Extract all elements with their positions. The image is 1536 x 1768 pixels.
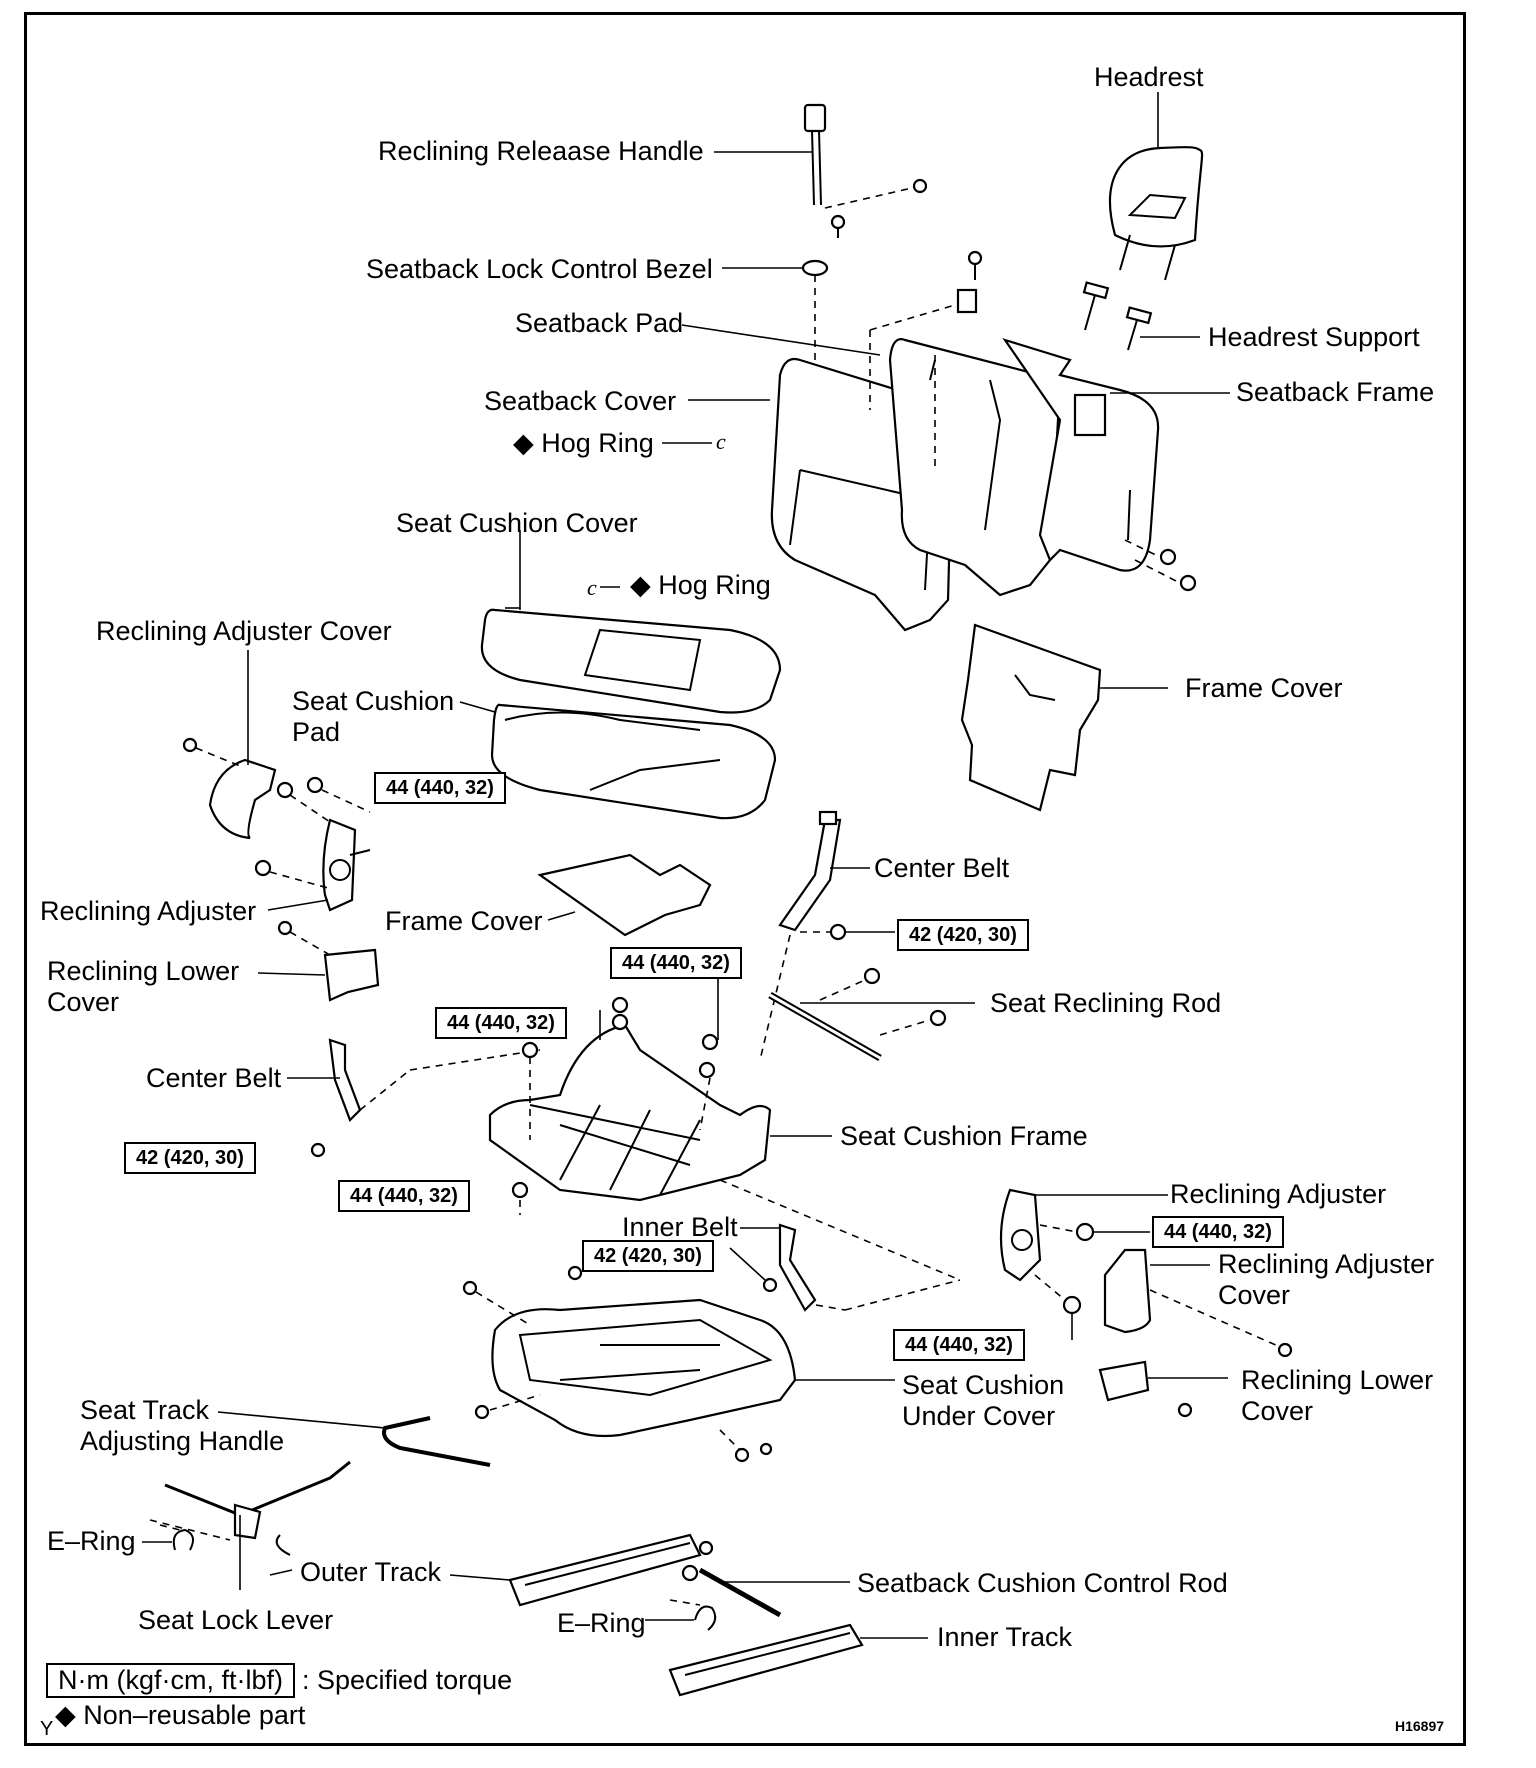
reclining-lower-cover-left-part — [257, 920, 380, 1002]
label-reclining-adjuster-cover-left: Reclining Adjuster Cover — [96, 616, 392, 646]
label-reclining-lower-cover-left: Reclining Lower Cover — [47, 956, 240, 1017]
label-reclining-adjuster-right: Reclining Adjuster — [1170, 1179, 1387, 1209]
label-center-belt-left: Center Belt — [146, 1063, 282, 1093]
label-seat-lock-lever: Seat Lock Lever — [138, 1605, 334, 1635]
label-seatback-frame: Seatback Frame — [1236, 377, 1435, 407]
figure-code: H16897 — [1395, 1718, 1445, 1734]
inner-track-part — [668, 1623, 928, 1697]
torque-box: 44 (440, 32) — [893, 1329, 1025, 1361]
label-inner-track: Inner Track — [937, 1622, 1073, 1652]
label-seatback-lock-control-bezel: Seatback Lock Control Bezel — [366, 254, 713, 284]
label-frame-cover-right: Frame Cover — [1185, 673, 1343, 703]
label-seat-reclining-rod: Seat Reclining Rod — [990, 988, 1222, 1018]
label-hog-ring-2: ◆ Hog Ring — [630, 570, 771, 600]
center-belt-right-part — [759, 810, 895, 1061]
hog-ring-1-symbol: c — [716, 429, 726, 454]
torque-box: 44 (440, 32) — [610, 947, 742, 979]
seat-cushion-under-cover-part — [462, 1265, 895, 1463]
label-seat-cushion-under-cover: Seat Cushion Under Cover — [902, 1370, 1065, 1431]
hog-ring-2-symbol: c — [587, 575, 597, 600]
torque-box: 44 (440, 32) — [1152, 1216, 1284, 1248]
label-headrest-support: Headrest Support — [1208, 322, 1420, 352]
reclining-adjuster-right-part — [999, 1188, 1168, 1340]
label-inner-belt: Inner Belt — [622, 1212, 738, 1242]
reclining-release-handle-part — [714, 103, 928, 238]
seat-track-adjusting-handle-part — [217, 1411, 491, 1467]
torque-box: 44 (440, 32) — [338, 1180, 470, 1212]
torque-box: 42 (420, 30) — [582, 1240, 714, 1272]
label-reclining-adjuster-cover-right: Reclining Adjuster Cover — [1218, 1249, 1435, 1310]
label-reclining-lower-cover-right: Reclining Lower Cover — [1241, 1365, 1434, 1426]
e-ring-left-part — [142, 1524, 195, 1551]
label-seat-track-adjusting-handle: Seat Track Adjusting Handle — [80, 1395, 285, 1456]
label-center-belt-right: Center Belt — [874, 853, 1010, 883]
label-seat-cushion-cover: Seat Cushion Cover — [396, 508, 638, 538]
legend-nonreusable: ◆ Non–reusable part — [55, 1700, 306, 1730]
seatback-cushion-control-rod-part — [669, 1564, 850, 1618]
reclining-adjuster-cover-left-part — [182, 650, 277, 840]
label-seatback-pad: Seatback Pad — [515, 308, 684, 338]
legend-corner-mark: Y — [40, 1718, 54, 1740]
headrest-part — [1108, 92, 1204, 281]
torque-box: 44 (440, 32) — [435, 1007, 567, 1039]
diagram-frame — [24, 12, 1466, 1746]
reclining-adjuster-left-part — [254, 776, 371, 912]
legend-torque-text: : Specified torque — [302, 1665, 513, 1695]
outer-track-part — [449, 1533, 714, 1607]
seat-cushion-cover-part — [480, 530, 782, 714]
torque-box: 42 (420, 30) — [897, 919, 1029, 951]
label-seat-cushion-pad: Seat Cushion Pad — [292, 686, 455, 747]
label-headrest: Headrest — [1094, 62, 1204, 92]
label-seatback-cushion-control-rod: Seatback Cushion Control Rod — [857, 1568, 1228, 1598]
label-reclining-adjuster-left: Reclining Adjuster — [40, 896, 257, 926]
seat-lock-lever-part — [149, 1460, 351, 1590]
label-seatback-cover: Seatback Cover — [484, 386, 677, 416]
e-ring-center-part — [645, 1605, 717, 1631]
label-outer-track: Outer Track — [300, 1557, 442, 1587]
label-e-ring-left: E–Ring — [47, 1526, 136, 1556]
label-frame-cover-center: Frame Cover — [385, 906, 543, 936]
label-reclining-release-handle: Reclining Releaase Handle — [378, 136, 704, 166]
legend-torque-box: N·m (kgf·cm, ft·lbf) — [46, 1663, 295, 1698]
seat-cushion-frame-part — [488, 978, 961, 1281]
seat-cushion-pad-part — [459, 701, 777, 820]
label-seat-cushion-frame: Seat Cushion Frame — [840, 1121, 1088, 1151]
reclining-lower-cover-right-part — [1098, 1360, 1228, 1418]
frame-cover-right-part — [960, 623, 1168, 812]
seatback-pad-part — [681, 250, 1060, 597]
seatback-frame-part — [1002, 338, 1230, 592]
reclining-adjuster-cover-right-part — [1103, 1248, 1293, 1358]
seat-reclining-rod-part — [768, 967, 975, 1062]
frame-cover-center-part — [537, 853, 712, 937]
label-hog-ring-1: ◆ Hog Ring — [513, 428, 654, 458]
torque-box: 42 (420, 30) — [124, 1142, 256, 1174]
torque-box: 44 (440, 32) — [374, 772, 506, 804]
inner-belt-part — [729, 1223, 961, 1312]
label-e-ring-center: E–Ring — [557, 1608, 646, 1638]
headrest-support-part — [1082, 281, 1200, 351]
center-belt-left-part — [287, 1038, 541, 1158]
